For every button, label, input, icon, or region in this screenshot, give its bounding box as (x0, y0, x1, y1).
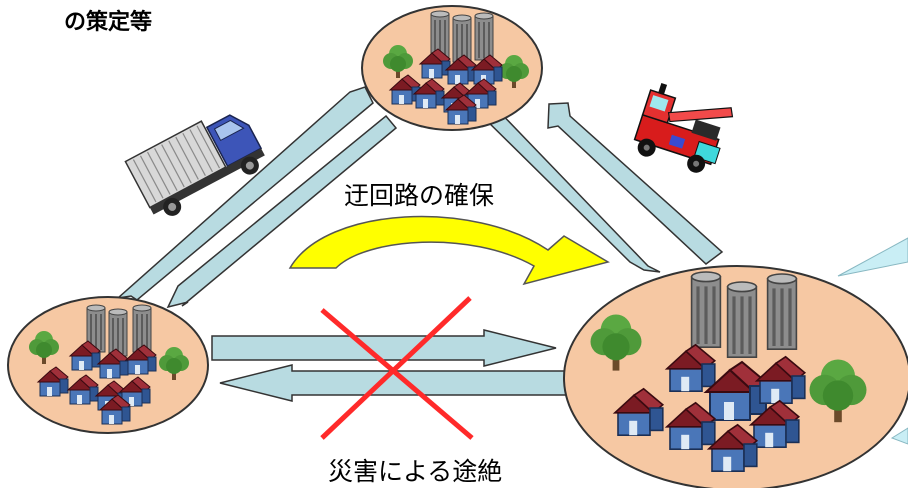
top-label-partial: の策定等 (64, 10, 153, 35)
bypass-label: 迂回路の確保 (344, 181, 495, 210)
road-arrow-left-to-top (166, 114, 398, 309)
delivery-truck-icon (124, 114, 265, 216)
disaster-cut-x-mark (320, 296, 474, 440)
mobile-crane-icon (633, 83, 734, 173)
bypass-curved-arrow (288, 215, 610, 286)
road-arrow-top-to-left (115, 86, 374, 301)
callout-pointer-upper (837, 237, 908, 277)
town-right (563, 265, 908, 488)
town-left (7, 296, 209, 434)
road-arrow-right-to-left (219, 364, 567, 402)
callout-pointer-lower (890, 427, 908, 445)
road-arrow-left-to-right (211, 329, 557, 367)
town-top (361, 5, 543, 131)
disaster-cut-label: 災害による途絶 (328, 457, 503, 486)
road-arrow-right-to-top (547, 102, 724, 265)
